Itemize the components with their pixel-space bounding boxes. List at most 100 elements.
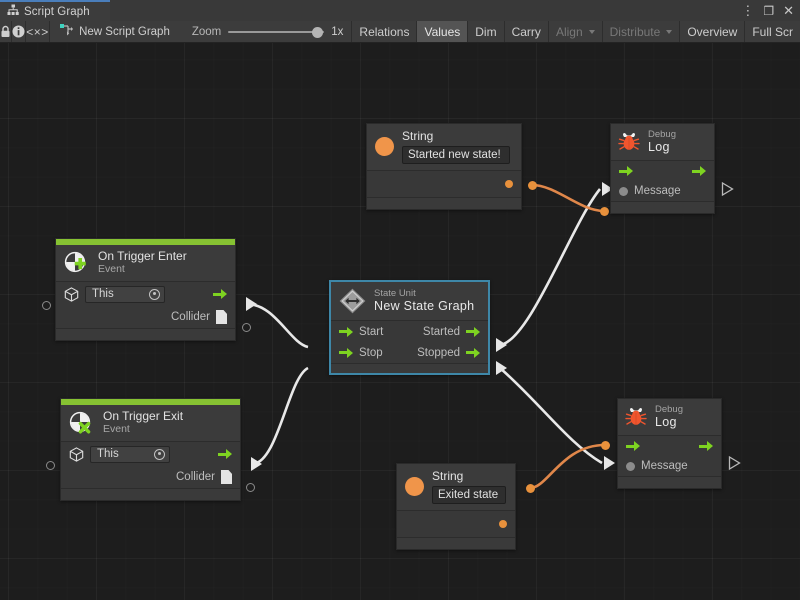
tab-script-graph[interactable]: Script Graph (0, 0, 110, 21)
node-string-top[interactable]: String Started new state! (366, 123, 522, 210)
string-value-input[interactable]: Exited state (432, 486, 506, 504)
object-picker-icon[interactable] (149, 288, 160, 300)
flow-arrowhead (604, 456, 615, 470)
collider-doc-icon[interactable] (221, 470, 232, 484)
flow-output-port[interactable] (692, 166, 706, 176)
target-object-field[interactable]: This (85, 285, 165, 303)
toolbar-dim-button[interactable]: Dim (467, 21, 503, 42)
port-row-output[interactable] (397, 511, 515, 537)
wire-endpoint-dot (526, 484, 535, 493)
toolbar-overview-button[interactable]: Overview (679, 21, 744, 42)
node-body: This Collider (61, 442, 240, 488)
node-title-label: On Trigger Exit (103, 409, 184, 423)
target-group[interactable]: This (69, 445, 170, 463)
port-stopped-output[interactable]: Stopped (417, 347, 480, 359)
port-row-start[interactable]: Start Started (331, 321, 488, 342)
node-string-bottom[interactable]: String Exited state (396, 463, 516, 550)
message-input-port[interactable] (626, 461, 635, 471)
port-row-collider[interactable]: Collider (56, 306, 235, 328)
port-message[interactable]: Message (626, 460, 688, 472)
port-row-stop[interactable]: Stop Stopped (331, 342, 488, 363)
wire-string-top-to-message (531, 183, 605, 213)
flow-output-port[interactable] (218, 449, 232, 459)
flow-arrowhead (496, 338, 507, 352)
toolbar-relations-button[interactable]: Relations (351, 21, 416, 42)
port-stop-input[interactable]: Stop (339, 347, 383, 359)
zoom-slider[interactable] (228, 25, 325, 39)
toolbar-carry-button[interactable]: Carry (503, 21, 548, 42)
flow-output-port[interactable] (213, 289, 227, 299)
toolbar-fullscreen-button[interactable]: Full Scr (744, 21, 800, 42)
unconnected-output-port[interactable] (246, 483, 255, 492)
node-footer (611, 201, 714, 213)
node-state-unit[interactable]: State Unit New State Graph Start Started (329, 280, 490, 375)
unconnected-flow-output[interactable] (721, 182, 734, 196)
flow-output-port[interactable] (466, 326, 480, 337)
port-row-target[interactable]: This (61, 442, 240, 466)
toolbar-distribute-dropdown[interactable]: Distribute (601, 21, 680, 42)
unconnected-input-port[interactable] (42, 301, 51, 310)
port-row-message[interactable]: Message (618, 456, 721, 476)
toolbar-values-button[interactable]: Values (416, 21, 468, 42)
collider-output-group[interactable]: Collider (176, 470, 232, 484)
node-body: This Collider (56, 282, 235, 328)
graph-canvas[interactable]: String Started new state! (0, 43, 800, 600)
target-value-label: This (97, 448, 119, 460)
event-plus-icon (64, 251, 86, 272)
flow-input-port[interactable] (339, 326, 353, 337)
port-row-flow[interactable] (611, 161, 714, 181)
more-options-button[interactable]: ⋮ (741, 3, 755, 18)
connection-wires (246, 183, 606, 490)
flow-output-port[interactable] (699, 441, 713, 451)
wire-started-to-log-top (499, 188, 602, 347)
close-button[interactable]: ✕ (783, 3, 794, 18)
node-debug-log-top[interactable]: Debug Log Message (610, 123, 715, 214)
node-title-block: Debug Log (648, 129, 676, 155)
flow-arrowhead (602, 182, 613, 196)
node-title-block: Debug Log (655, 404, 683, 430)
port-start-input[interactable]: Start (339, 326, 383, 338)
code-brackets-icon[interactable]: <×> (26, 21, 51, 42)
lock-icon[interactable] (0, 21, 12, 42)
message-input-port[interactable] (619, 186, 628, 196)
target-group[interactable]: This (64, 285, 165, 303)
flow-output-port[interactable] (466, 347, 480, 358)
node-header: Debug Log (611, 124, 714, 161)
gameobject-cube-icon (64, 286, 79, 302)
zoom-label: Zoom (191, 25, 222, 38)
collider-doc-icon[interactable] (216, 310, 227, 324)
unconnected-input-port[interactable] (46, 461, 55, 470)
port-row-collider[interactable]: Collider (61, 466, 240, 488)
value-output-port[interactable] (499, 520, 507, 528)
target-object-field[interactable]: This (90, 445, 170, 463)
node-title-block: String Started new state! (402, 129, 510, 164)
node-on-trigger-exit[interactable]: On Trigger Exit Event This (60, 398, 241, 501)
node-debug-log-bottom[interactable]: Debug Log Message (617, 398, 722, 489)
object-picker-icon[interactable] (154, 448, 165, 460)
node-on-trigger-enter[interactable]: On Trigger Enter Event This (55, 238, 236, 341)
unconnected-flow-output[interactable] (728, 456, 741, 470)
zoom-slider-handle[interactable] (312, 26, 324, 38)
maximize-button[interactable]: ❐ (763, 3, 775, 18)
port-message[interactable]: Message (619, 185, 681, 197)
collider-output-group[interactable]: Collider (171, 310, 227, 324)
node-body (397, 511, 515, 537)
flow-input-port[interactable] (626, 441, 640, 451)
flow-input-port[interactable] (339, 347, 353, 358)
flow-input-port[interactable] (619, 166, 633, 176)
toolbar-align-dropdown[interactable]: Align (547, 21, 602, 42)
graph-name-field[interactable]: New Script Graph (50, 21, 184, 42)
port-row-target[interactable]: This (56, 282, 235, 306)
target-value-label: This (92, 288, 114, 300)
value-output-port[interactable] (505, 180, 513, 188)
collider-label: Collider (171, 311, 210, 323)
port-row-flow[interactable] (618, 436, 721, 456)
info-icon[interactable] (12, 21, 26, 42)
string-value-input[interactable]: Started new state! (402, 146, 510, 164)
port-started-output[interactable]: Started (423, 326, 480, 338)
port-row-output[interactable] (367, 171, 521, 197)
unconnected-output-port[interactable] (242, 323, 251, 332)
chevron-down-icon (666, 29, 673, 34)
wire-string-bottom-to-message (529, 443, 606, 490)
port-row-message[interactable]: Message (611, 181, 714, 201)
